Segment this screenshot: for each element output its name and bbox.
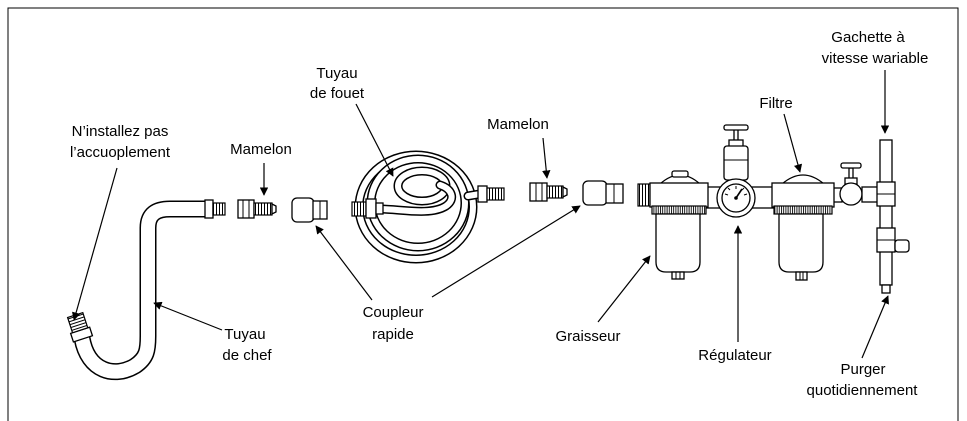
arrow-nipple-2 <box>542 137 551 179</box>
pressure-gauge-icon <box>724 186 748 200</box>
regulator <box>716 124 756 218</box>
label-drain-line1: Purger <box>840 361 885 378</box>
label-trigger-line1: Gachette à <box>831 29 905 46</box>
arrow-drain <box>861 295 889 359</box>
variable-speed-trigger <box>876 139 910 294</box>
label-coupler-line2: rapide <box>372 326 414 343</box>
label-lubricator: Graisseur <box>555 328 620 345</box>
whip-hose-right-fitting <box>477 185 505 203</box>
label-regulator: Régulateur <box>698 347 771 364</box>
arrow-no-coupling <box>72 167 118 321</box>
label-whip-hose-line2: de fouet <box>310 85 365 102</box>
leader-hose-male-fitting <box>204 199 226 219</box>
leader-hose-end-fitting <box>66 311 94 343</box>
label-trigger-line2: vitesse wariable <box>822 50 929 67</box>
leader-hose <box>73 200 206 381</box>
label-leader-hose-line2: de chef <box>222 347 272 364</box>
lubricator <box>637 170 709 280</box>
arrow-whip-hose <box>355 103 394 177</box>
arrow-leader-hose <box>153 301 223 331</box>
label-no-coupling-line1: N’installez pas <box>72 123 169 140</box>
label-drain-line2: quotidiennement <box>807 382 919 399</box>
shutoff-valve <box>839 162 881 206</box>
nipple-1 <box>237 199 277 219</box>
arrow-filter <box>783 113 803 173</box>
arrow-coupler-1 <box>315 225 373 301</box>
filter <box>771 174 835 281</box>
label-nipple-2: Mamelon <box>487 116 549 133</box>
label-coupler-line1: Coupleur <box>363 304 424 321</box>
label-whip-hose-line1: Tuyau <box>316 65 357 82</box>
label-no-coupling-line2: l’accuoplement <box>70 144 171 161</box>
frame <box>7 7 959 421</box>
label-leader-hose-line1: Tuyau <box>224 326 265 343</box>
arrow-coupler-2 <box>431 205 581 298</box>
nipple-2 <box>529 182 568 202</box>
label-filter: Filtre <box>759 95 792 112</box>
arrow-lubricator <box>597 255 651 323</box>
label-nipple-1: Mamelon <box>230 141 292 158</box>
whip-hose-left-fitting <box>351 198 384 219</box>
quick-coupler-2 <box>582 180 624 206</box>
quick-coupler-1 <box>291 197 328 223</box>
